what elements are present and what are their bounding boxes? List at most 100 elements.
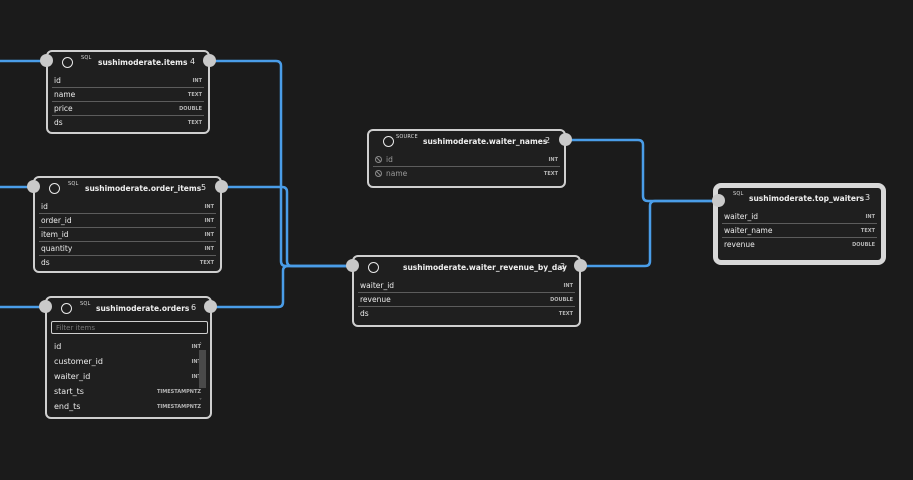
column-type: TEXT: [199, 260, 214, 266]
node-kind: SQL: [733, 191, 744, 197]
column-row[interactable]: revenue DOUBLE: [358, 293, 575, 307]
node-waiter-revenue-by-day[interactable]: SQL sushimoderate.waiter_revenue_by_day …: [352, 255, 581, 327]
column-name: end_ts: [54, 402, 81, 411]
column-row[interactable]: ds TEXT: [358, 307, 575, 320]
model-status-icon: [383, 136, 394, 147]
column-type: INT: [204, 218, 214, 224]
filter-input[interactable]: [51, 321, 208, 334]
column-row[interactable]: quantity INT: [39, 242, 216, 256]
column-name: id: [54, 76, 61, 85]
node-header[interactable]: SQL sushimoderate.orders 6: [47, 298, 210, 320]
node-header[interactable]: SQL sushimoderate.waiter_revenue_by_day …: [354, 257, 579, 279]
column-name: revenue: [360, 295, 391, 304]
node-header[interactable]: SOURCE sushimoderate.waiter_names 2: [369, 131, 564, 153]
node-order-items-output-handle[interactable]: [215, 180, 228, 193]
node-title: sushimoderate.orders: [96, 304, 190, 313]
column-count: 5: [201, 183, 207, 192]
node-orders-input-handle[interactable]: [39, 300, 52, 313]
node-header[interactable]: SQL sushimoderate.items 4: [48, 52, 208, 74]
column-type: INT: [191, 359, 201, 365]
node-kind: SQL: [80, 301, 91, 307]
node-waiter-revenue-input-handle[interactable]: [346, 259, 359, 272]
scroll-up-icon[interactable]: ˄: [199, 342, 202, 349]
node-order-items-input-handle[interactable]: [27, 180, 40, 193]
column-type: TEXT: [187, 120, 202, 126]
node-orders[interactable]: SQL sushimoderate.orders 6 idINTcustomer…: [45, 296, 212, 419]
column-type: INT: [204, 246, 214, 252]
node-orders-output-handle[interactable]: [204, 300, 217, 313]
column-row[interactable]: waiter_id INT: [51, 370, 205, 385]
column-name: id: [54, 342, 62, 351]
column-count: 3: [560, 262, 566, 271]
column-count: 2: [545, 136, 551, 145]
column-count: 6: [191, 303, 197, 312]
node-top-waiters[interactable]: SQL sushimoderate.top_waiters 3 waiter_i…: [713, 183, 886, 265]
node-top-waiters-input-handle[interactable]: [712, 194, 725, 207]
column-type: TIMESTAMPNTZ: [156, 404, 201, 410]
column-row[interactable]: end_ts TIMESTAMPNTZ: [51, 400, 205, 412]
model-status-icon: [61, 303, 72, 314]
column-row[interactable]: order_id INT: [39, 214, 216, 228]
edge-orders-to-waiter-revenue: [210, 264, 352, 309]
column-row[interactable]: ds TEXT: [52, 116, 204, 129]
column-row[interactable]: id INT: [39, 200, 216, 214]
node-title: sushimoderate.waiter_revenue_by_day: [403, 263, 567, 272]
column-name: customer_id: [54, 357, 103, 366]
disabled-icon: [375, 170, 382, 177]
node-waiter-names-output-handle[interactable]: [559, 133, 572, 146]
column-row[interactable]: ds TEXT: [39, 256, 216, 269]
model-status-icon: [62, 57, 73, 68]
node-title: sushimoderate.top_waiters: [749, 194, 865, 203]
node-kind: SQL: [81, 55, 92, 61]
column-row[interactable]: customer_id INT: [51, 355, 205, 370]
model-status-icon: [49, 183, 60, 194]
column-type: INT: [204, 232, 214, 238]
node-waiter-revenue-output-handle[interactable]: [574, 259, 587, 272]
scrollbar[interactable]: ˄ ˅: [198, 342, 206, 412]
column-name: waiter_id: [724, 212, 759, 221]
column-name: waiter_id: [54, 372, 91, 381]
column-name: order_id: [41, 216, 72, 225]
node-kind: SOURCE: [396, 134, 418, 140]
column-name: id: [41, 202, 48, 211]
column-type: DOUBLE: [179, 106, 202, 112]
column-name: ds: [41, 258, 50, 267]
column-name: quantity: [41, 244, 73, 253]
scroll-down-icon[interactable]: ˅: [199, 398, 202, 405]
scrollbar-thumb[interactable]: [199, 350, 206, 388]
column-name: id: [386, 155, 393, 164]
edge-waiter-revenue-to-top-waiters: [580, 199, 718, 268]
column-type: DOUBLE: [550, 297, 573, 303]
node-header[interactable]: SQL sushimoderate.order_items 5: [35, 178, 220, 200]
column-type: INT: [191, 374, 201, 380]
column-count: 3: [865, 193, 871, 202]
node-items-input-handle[interactable]: [40, 54, 53, 67]
node-items-output-handle[interactable]: [203, 54, 216, 67]
column-type: TEXT: [558, 311, 573, 317]
node-header[interactable]: SQL sushimoderate.top_waiters 3: [718, 188, 881, 210]
column-type: INT: [204, 204, 214, 210]
column-name: ds: [360, 309, 369, 318]
column-type: TEXT: [860, 228, 875, 234]
column-name: ds: [54, 118, 63, 127]
